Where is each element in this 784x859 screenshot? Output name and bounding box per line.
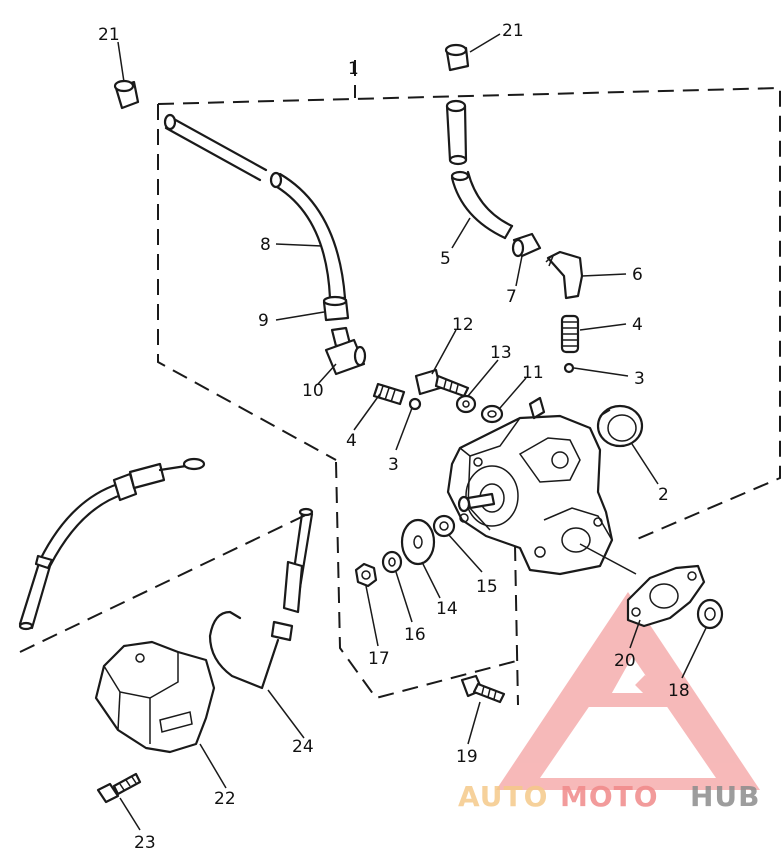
- callout-labels: 21 21 1 8 5 7 6 9 12 13 11 4 3 10 4 3 2 …: [98, 21, 690, 853]
- callout-10: 10: [302, 381, 324, 401]
- watermark-text-hub: HUB: [690, 780, 761, 813]
- spring-part-4-lower: [372, 382, 406, 406]
- oil-pump-body: [446, 396, 614, 576]
- cap-part-21-right: [444, 43, 470, 72]
- callout-18: 18: [668, 681, 690, 701]
- watermark-text-moto: MOTO: [560, 780, 659, 813]
- callout-1: 1: [348, 59, 359, 79]
- callout-16: 16: [404, 625, 426, 645]
- gear-part-14: [400, 518, 436, 566]
- washer-part-15: [432, 514, 456, 538]
- callout-7: 7: [506, 287, 517, 307]
- callout-8: 8: [260, 235, 271, 255]
- collar-part-9: [322, 295, 350, 322]
- callout-22: 22: [214, 789, 236, 809]
- callout-3-lower: 3: [388, 455, 399, 475]
- leader-lines: [117, 33, 707, 831]
- bolt-part-19: [460, 674, 506, 704]
- callout-9: 9: [258, 311, 269, 331]
- cable-part-24: [208, 507, 314, 690]
- callout-4-lower: 4: [346, 431, 357, 451]
- watermark-text-auto: AUTO: [458, 780, 548, 813]
- elbow-part-6: [545, 250, 584, 300]
- callout-21-right: 21: [502, 21, 524, 41]
- callout-5: 5: [440, 249, 451, 269]
- callout-17: 17: [368, 649, 390, 669]
- cable-upper-left: [18, 457, 206, 631]
- callout-20: 20: [614, 651, 636, 671]
- screw-part-23: [96, 772, 142, 804]
- callout-24: 24: [292, 737, 314, 757]
- bolt-part-12: [414, 368, 470, 398]
- callout-15: 15: [476, 577, 498, 597]
- washer-part-11: [480, 404, 504, 424]
- callout-6: 6: [632, 265, 643, 285]
- callout-2: 2: [658, 485, 669, 505]
- cover-part-22: [94, 640, 216, 754]
- callout-23: 23: [134, 833, 156, 853]
- spring-part-4-upper: [560, 314, 580, 354]
- ball-part-3-lower: [408, 397, 422, 411]
- washer-part-18: [696, 598, 724, 630]
- callout-12: 12: [452, 315, 474, 335]
- callout-19: 19: [456, 747, 478, 767]
- callout-13: 13: [490, 343, 512, 363]
- watermark-text: AUTO MOTO HUB: [458, 780, 761, 813]
- watermark-logo: [496, 592, 760, 790]
- seal-part-2: [596, 404, 644, 448]
- callout-14: 14: [436, 599, 458, 619]
- gasket-part-20: [626, 564, 706, 628]
- ball-part-3-upper: [563, 362, 575, 374]
- nut-part-17: [354, 562, 378, 588]
- callout-4-upper: 4: [632, 315, 643, 335]
- callout-21-left: 21: [98, 25, 120, 45]
- joint-part-7: [511, 232, 542, 258]
- assembly-outline: [19, 60, 781, 706]
- washer-part-13: [455, 394, 477, 414]
- callout-11: 11: [522, 363, 544, 383]
- fitting-part-10: [324, 326, 367, 376]
- hose-part-8: [163, 113, 347, 300]
- callout-3-upper: 3: [634, 369, 645, 389]
- cap-part-21-left: [113, 79, 140, 110]
- hose-part-5: [445, 99, 514, 240]
- washer-part-16: [381, 550, 403, 574]
